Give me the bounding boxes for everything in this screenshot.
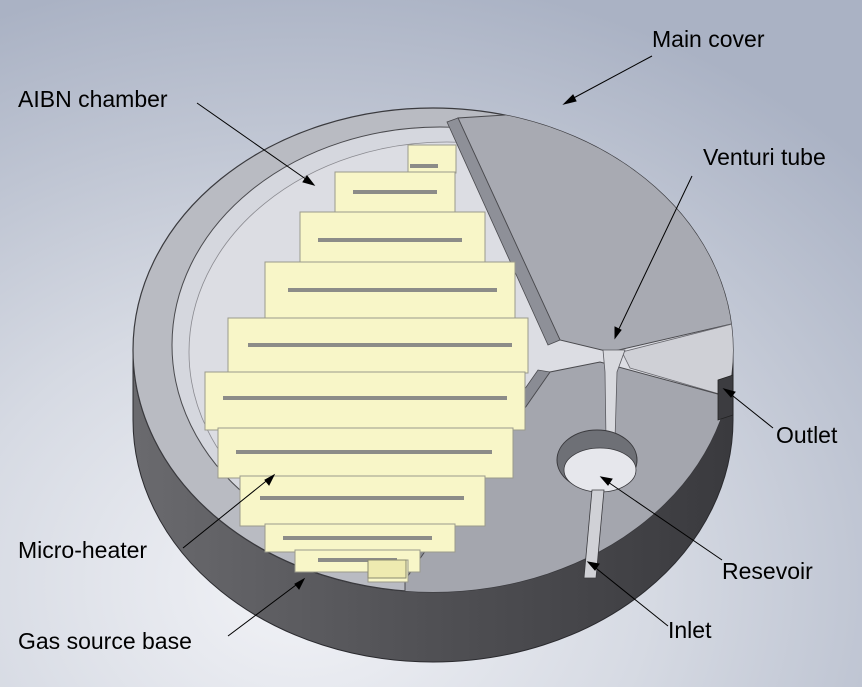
arrowhead-gas-source-base xyxy=(294,577,306,590)
arrowhead-main-cover xyxy=(562,94,577,105)
inlet-channel xyxy=(583,489,605,579)
arrowhead-venturi-tube xyxy=(614,326,622,340)
leader-lines xyxy=(182,55,774,637)
label-inlet: Inlet xyxy=(668,617,712,643)
label-outlet: Outlet xyxy=(776,422,838,448)
main-cover-edge xyxy=(446,117,561,346)
leader-outlet xyxy=(727,391,774,429)
arrowhead-resevoir xyxy=(599,476,613,486)
leader-resevoir xyxy=(604,479,723,561)
reservoir xyxy=(563,447,637,493)
arrowhead-aibn-chamber xyxy=(302,175,316,186)
label-aibn-chamber: AIBN chamber xyxy=(18,86,168,112)
outlet-channel xyxy=(621,321,733,401)
micro-heater-serpentine xyxy=(223,164,512,562)
label-main-cover: Main cover xyxy=(652,26,765,52)
label-resevoir: Resevoir xyxy=(722,558,813,584)
leader-venturi-tube xyxy=(616,175,693,334)
micro-heater-pad xyxy=(367,559,407,579)
arrowhead-inlet xyxy=(586,561,600,571)
label-micro-heater: Micro-heater xyxy=(18,537,148,563)
leader-micro-heater xyxy=(182,477,271,549)
leader-gas-source-base xyxy=(227,581,301,637)
leader-aibn-chamber xyxy=(196,102,311,183)
leader-main-cover xyxy=(567,55,653,102)
outlet-notch xyxy=(717,374,734,421)
leader-inlet xyxy=(591,564,669,627)
arrowhead-micro-heater xyxy=(264,473,276,486)
label-gas-source-base: Gas source base xyxy=(18,628,192,654)
arrowhead-outlet xyxy=(722,388,736,398)
label-venturi-tube: Venturi tube xyxy=(703,144,826,170)
